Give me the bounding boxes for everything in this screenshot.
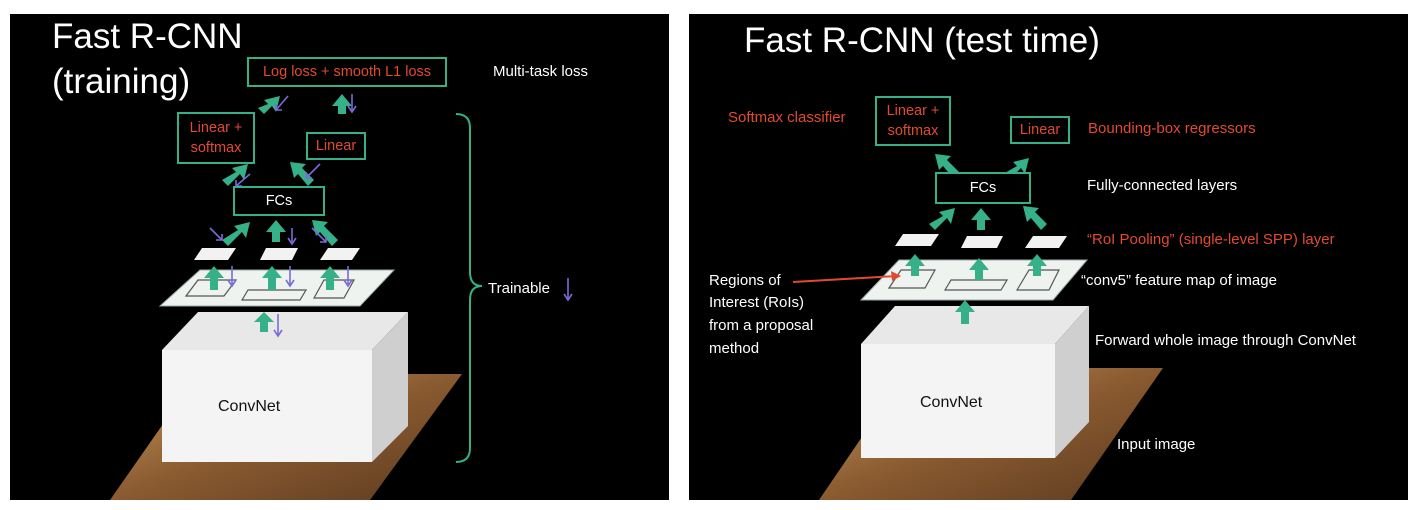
roi-3 <box>1015 269 1060 291</box>
softmax-classifier-label: Softmax classifier <box>728 109 846 126</box>
cls-box: Linear + softmax <box>875 96 951 146</box>
roi-pooling-label: “RoI Pooling” (single-level SPP) layer <box>1087 231 1335 248</box>
feature-map <box>158 269 396 307</box>
convnet-label: ConvNet <box>218 398 281 415</box>
test-title: Fast R-CNN (test time) <box>744 21 1100 60</box>
roi-2 <box>240 289 308 301</box>
multitask-loss-label: Multi-task loss <box>493 63 589 80</box>
roi-2 <box>943 279 1009 291</box>
training-title-line2: (training) <box>52 62 191 101</box>
regions-label-line3: from a proposal <box>709 317 814 334</box>
convnet-box-front <box>861 344 1055 458</box>
test-diagram-graphics <box>792 154 1163 500</box>
forward-arrows <box>204 94 352 332</box>
pooled-roi-3 <box>320 248 360 260</box>
training-diagram-graphics <box>110 94 573 500</box>
trainable-arrow <box>563 278 573 302</box>
input-image-label: Input image <box>1117 436 1196 453</box>
fc-box: FCs <box>233 186 325 216</box>
convnet-box-top <box>861 306 1089 344</box>
backprop-arrows <box>209 94 357 338</box>
regions-label-line4: method <box>709 340 760 357</box>
test-time-slide: Fast R-CNN (test time) Softmax classifie… <box>689 14 1408 500</box>
pooled-roi-2 <box>260 248 298 260</box>
trainable-bracket <box>455 113 483 463</box>
reg-box: Linear <box>1010 116 1070 144</box>
forward-label: Forward whole image through ConvNet <box>1095 332 1356 349</box>
roi-3 <box>312 279 356 299</box>
roi-pointer-arrow <box>792 271 901 283</box>
cls-box: Linear + softmax <box>177 112 255 164</box>
convnet-box-top <box>162 312 408 350</box>
training-title-line1: Fast R-CNN <box>52 17 243 56</box>
convnet-box-side <box>1055 306 1089 458</box>
conv5-label: “conv5” feature map of image <box>1081 272 1277 289</box>
bbox-regressors-label: Bounding-box regressors <box>1088 120 1256 137</box>
pooled-roi-1 <box>194 248 236 260</box>
pooled-roi-2 <box>961 236 1003 248</box>
pooled-roi-1 <box>895 234 939 246</box>
fc-layers-label: Fully-connected layers <box>1087 177 1238 194</box>
regions-label-line1: Regions of <box>709 272 781 289</box>
loss-box: Log loss + smooth L1 loss <box>247 57 447 87</box>
convnet-label: ConvNet <box>920 394 983 411</box>
convnet-box-front <box>162 350 372 462</box>
fc-box: FCs <box>935 172 1031 204</box>
reg-box: Linear <box>306 132 366 160</box>
trainable-label: Trainable <box>488 280 550 297</box>
training-slide: Fast R-CNN (training) Log loss + smooth … <box>10 14 669 500</box>
regions-label-line2: Interest (RoIs) <box>709 294 805 311</box>
convnet-box-side <box>372 312 408 462</box>
pooled-roi-3 <box>1025 236 1067 248</box>
